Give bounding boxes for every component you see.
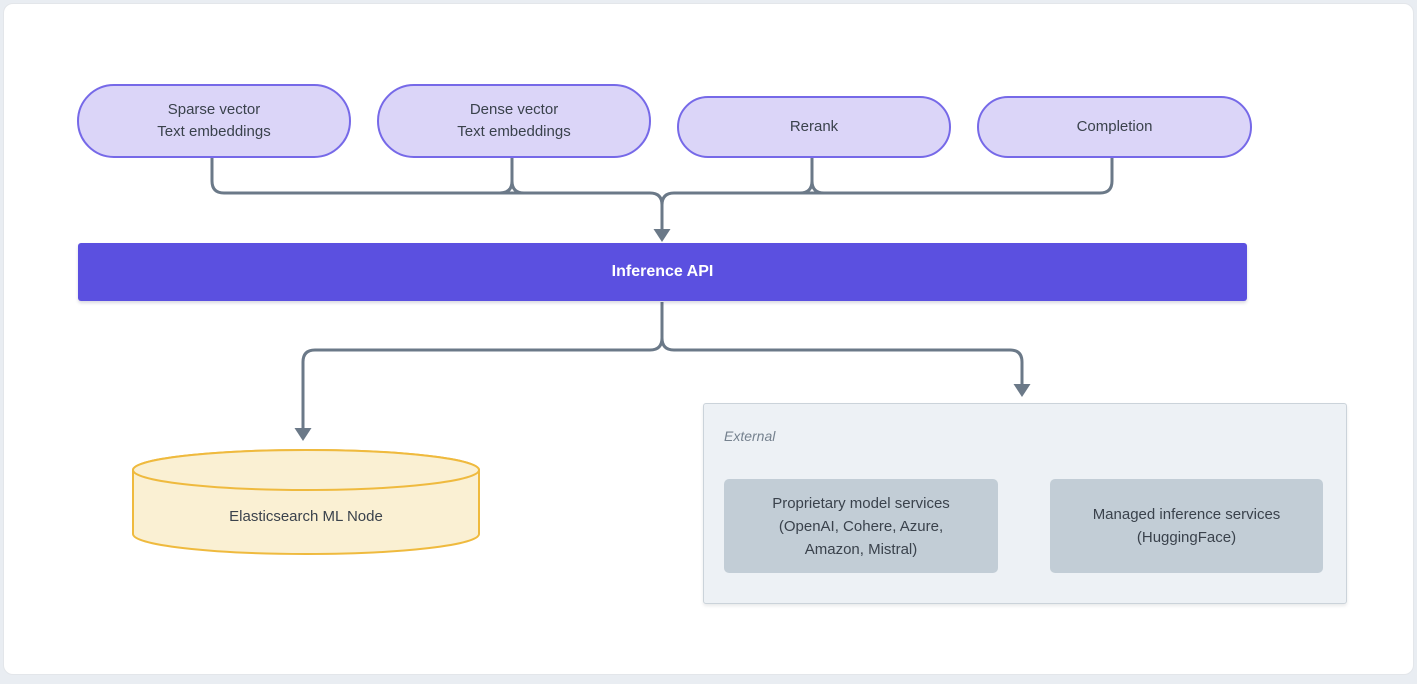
external-panel-title: External bbox=[724, 428, 776, 444]
node-elasticsearch-label: Elasticsearch ML Node bbox=[229, 508, 383, 525]
node-label: Rerank bbox=[789, 118, 839, 135]
node-label: Proprietary model services (OpenAI, Cohe… bbox=[772, 494, 950, 558]
node-rerank: Rerank bbox=[677, 96, 951, 158]
node-elasticsearch-cylinder bbox=[132, 449, 480, 555]
node-managed-inference-services: Managed inference services (HuggingFace) bbox=[1050, 479, 1323, 573]
node-inference-api: Inference API bbox=[78, 243, 1247, 301]
external-panel: External Proprietary model services (Ope… bbox=[703, 403, 1347, 604]
node-label: Inference API bbox=[611, 263, 714, 280]
node-label: Sparse vector Text embeddings bbox=[157, 101, 271, 140]
node-dense-vector-embeddings: Dense vector Text embeddings bbox=[377, 84, 651, 158]
cylinder-top bbox=[132, 449, 480, 491]
node-label: Managed inference services (HuggingFace) bbox=[1092, 506, 1281, 546]
node-sparse-vector-embeddings: Sparse vector Text embeddings bbox=[77, 84, 351, 158]
node-proprietary-model-services: Proprietary model services (OpenAI, Cohe… bbox=[724, 479, 998, 573]
node-completion: Completion bbox=[977, 96, 1252, 158]
node-label: Dense vector Text embeddings bbox=[457, 101, 571, 140]
node-label: Completion bbox=[1076, 118, 1153, 135]
